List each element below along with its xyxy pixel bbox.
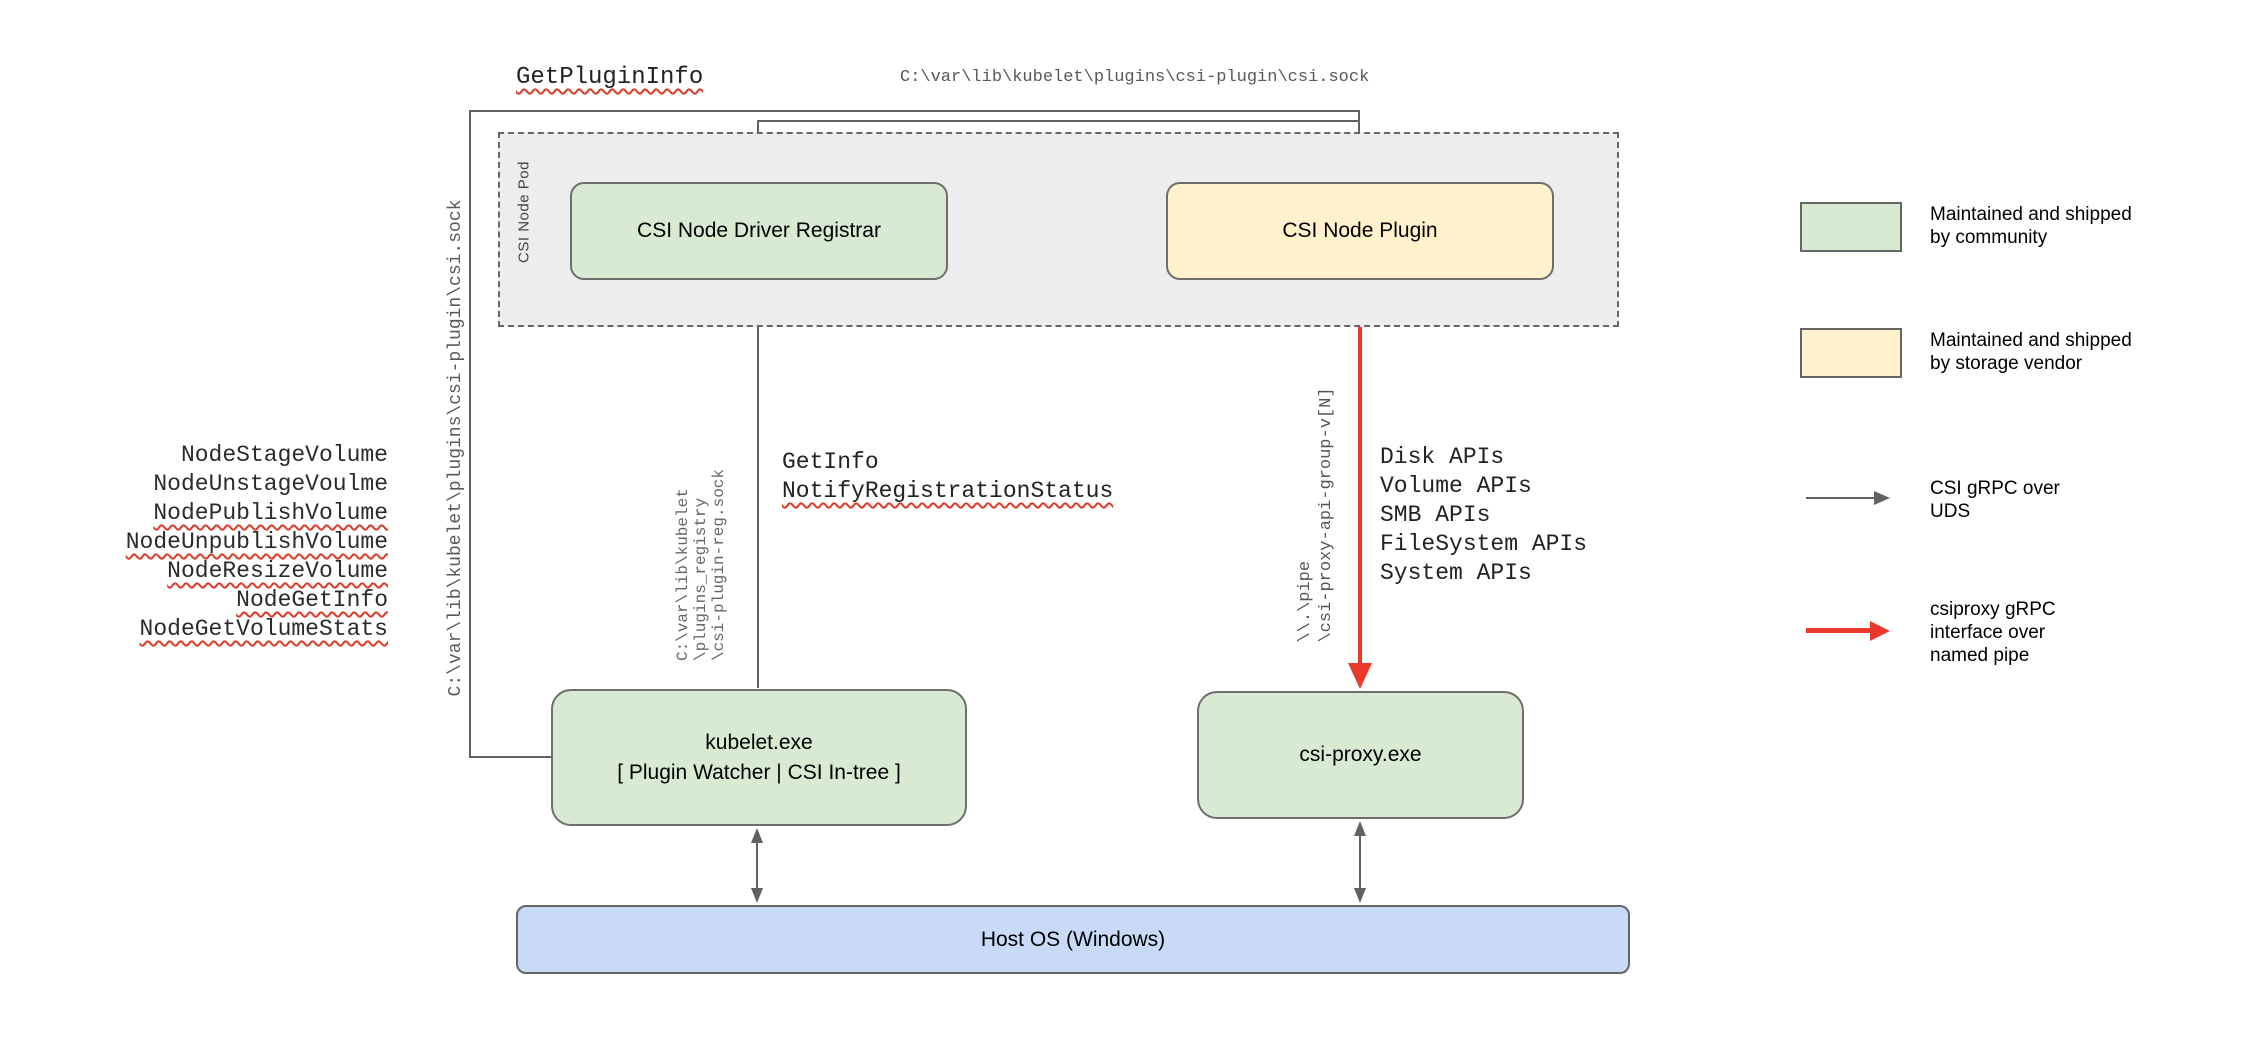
csi-node-plugin-box: CSI Node Plugin <box>1166 182 1554 280</box>
kubelet-hostos-line <box>756 841 758 890</box>
kubelet-to-plugin-line-bottom-stub <box>469 756 552 758</box>
host-os-label: Host OS (Windows) <box>980 927 1166 951</box>
node-api-list: NodeStageVolume NodeUnstageVoulme NodePu… <box>110 441 388 644</box>
csi-node-driver-registrar-label: CSI Node Driver Registrar <box>637 219 881 242</box>
csi-proxy-label: csi-proxy.exe <box>1299 743 1422 766</box>
kubelet-label-line1: kubelet.exe <box>705 730 813 754</box>
csi-proxy-box: csi-proxy.exe <box>1197 691 1524 819</box>
legend-vendor-swatch <box>1800 328 1902 378</box>
legend-uds-arrow-line <box>1806 497 1876 499</box>
legend-uds-arrowhead-icon <box>1874 491 1890 505</box>
csiproxy-hostos-arrow-down-icon <box>1354 888 1366 903</box>
named-pipe-path-label: \\.\pipe \csi-proxy-api-group-v[N] <box>1296 387 1336 643</box>
proxy-api-item: System APIs <box>1380 560 1532 586</box>
legend-vendor-label: Maintained and shipped by storage vendor <box>1930 330 2132 374</box>
kubelet-hostos-arrow-down-icon <box>751 888 763 903</box>
kubelet-label-line2: [ Plugin Watcher | CSI In-tree ] <box>617 760 901 784</box>
node-api-item: NodePublishVolume <box>153 500 388 526</box>
kubelet-to-plugin-line-top-horizontal <box>469 110 1360 112</box>
host-os-box: Host OS (Windows) <box>516 905 1630 974</box>
node-api-item: NodeResizeVolume <box>167 558 388 584</box>
notify-registration-status-label: NotifyRegistrationStatus <box>782 478 1114 504</box>
csiproxy-hostos-line <box>1359 834 1361 890</box>
legend-community-label: Maintained and shipped by community <box>1930 204 2132 248</box>
node-api-item: NodeGetVolumeStats <box>139 616 388 642</box>
legend-community-swatch <box>1800 202 1902 252</box>
legend-pipe-arrowhead-icon <box>1870 621 1890 641</box>
legend-pipe-arrow-line <box>1806 628 1872 633</box>
proxy-api-item: Disk APIs <box>1380 444 1505 470</box>
csi-node-driver-registrar-box: CSI Node Driver Registrar <box>570 182 948 280</box>
node-api-item: NodeStageVolume <box>180 442 388 468</box>
legend-uds-label: CSI gRPC over UDS <box>1930 478 2060 522</box>
legend-pipe-label: csiproxy gRPC interface over named pipe <box>1930 599 2056 666</box>
registration-calls: GetInfo NotifyRegistrationStatus <box>782 448 1113 506</box>
node-api-item: NodeGetInfo <box>236 587 388 613</box>
proxy-api-item: FileSystem APIs <box>1380 531 1588 557</box>
proxy-api-list: Disk APIs Volume APIs SMB APIs FileSyste… <box>1380 443 1587 588</box>
csiproxy-hostos-arrow-up-icon <box>1354 821 1366 836</box>
get-plugin-info-label: GetPluginInfo <box>516 64 704 91</box>
node-api-item: NodeUnpublishVolume <box>125 529 388 555</box>
csi-node-plugin-label: CSI Node Plugin <box>1282 219 1438 242</box>
csi-node-pod-label: CSI Node Pod <box>515 161 533 263</box>
csi-sock-path-top-label: C:\var\lib\kubelet\plugins\csi-plugin\cs… <box>900 68 1370 87</box>
plugin-to-csiproxy-red-line <box>1358 282 1362 666</box>
arrowhead-into-csiproxy-icon <box>1348 663 1372 689</box>
plugin-reg-sock-path-label: C:\var\lib\kubelet \plugins_registry \cs… <box>674 468 728 662</box>
kubelet-hostos-arrow-up-icon <box>751 828 763 843</box>
node-api-item: NodeUnstageVoulme <box>153 471 388 497</box>
kubelet-to-plugin-line-left-vertical <box>469 110 471 757</box>
kubelet-box: kubelet.exe [ Plugin Watcher | CSI In-tr… <box>551 689 967 826</box>
csi-sock-path-vertical-label: C:\var\lib\kubelet\plugins\csi-plugin\cs… <box>446 199 466 697</box>
registrar-to-plugin-line-horizontal <box>757 120 1360 122</box>
kubelet-to-registrar-line <box>757 303 759 688</box>
get-info-label: GetInfo <box>782 449 879 475</box>
proxy-api-item: SMB APIs <box>1380 502 1491 528</box>
proxy-api-item: Volume APIs <box>1380 473 1532 499</box>
